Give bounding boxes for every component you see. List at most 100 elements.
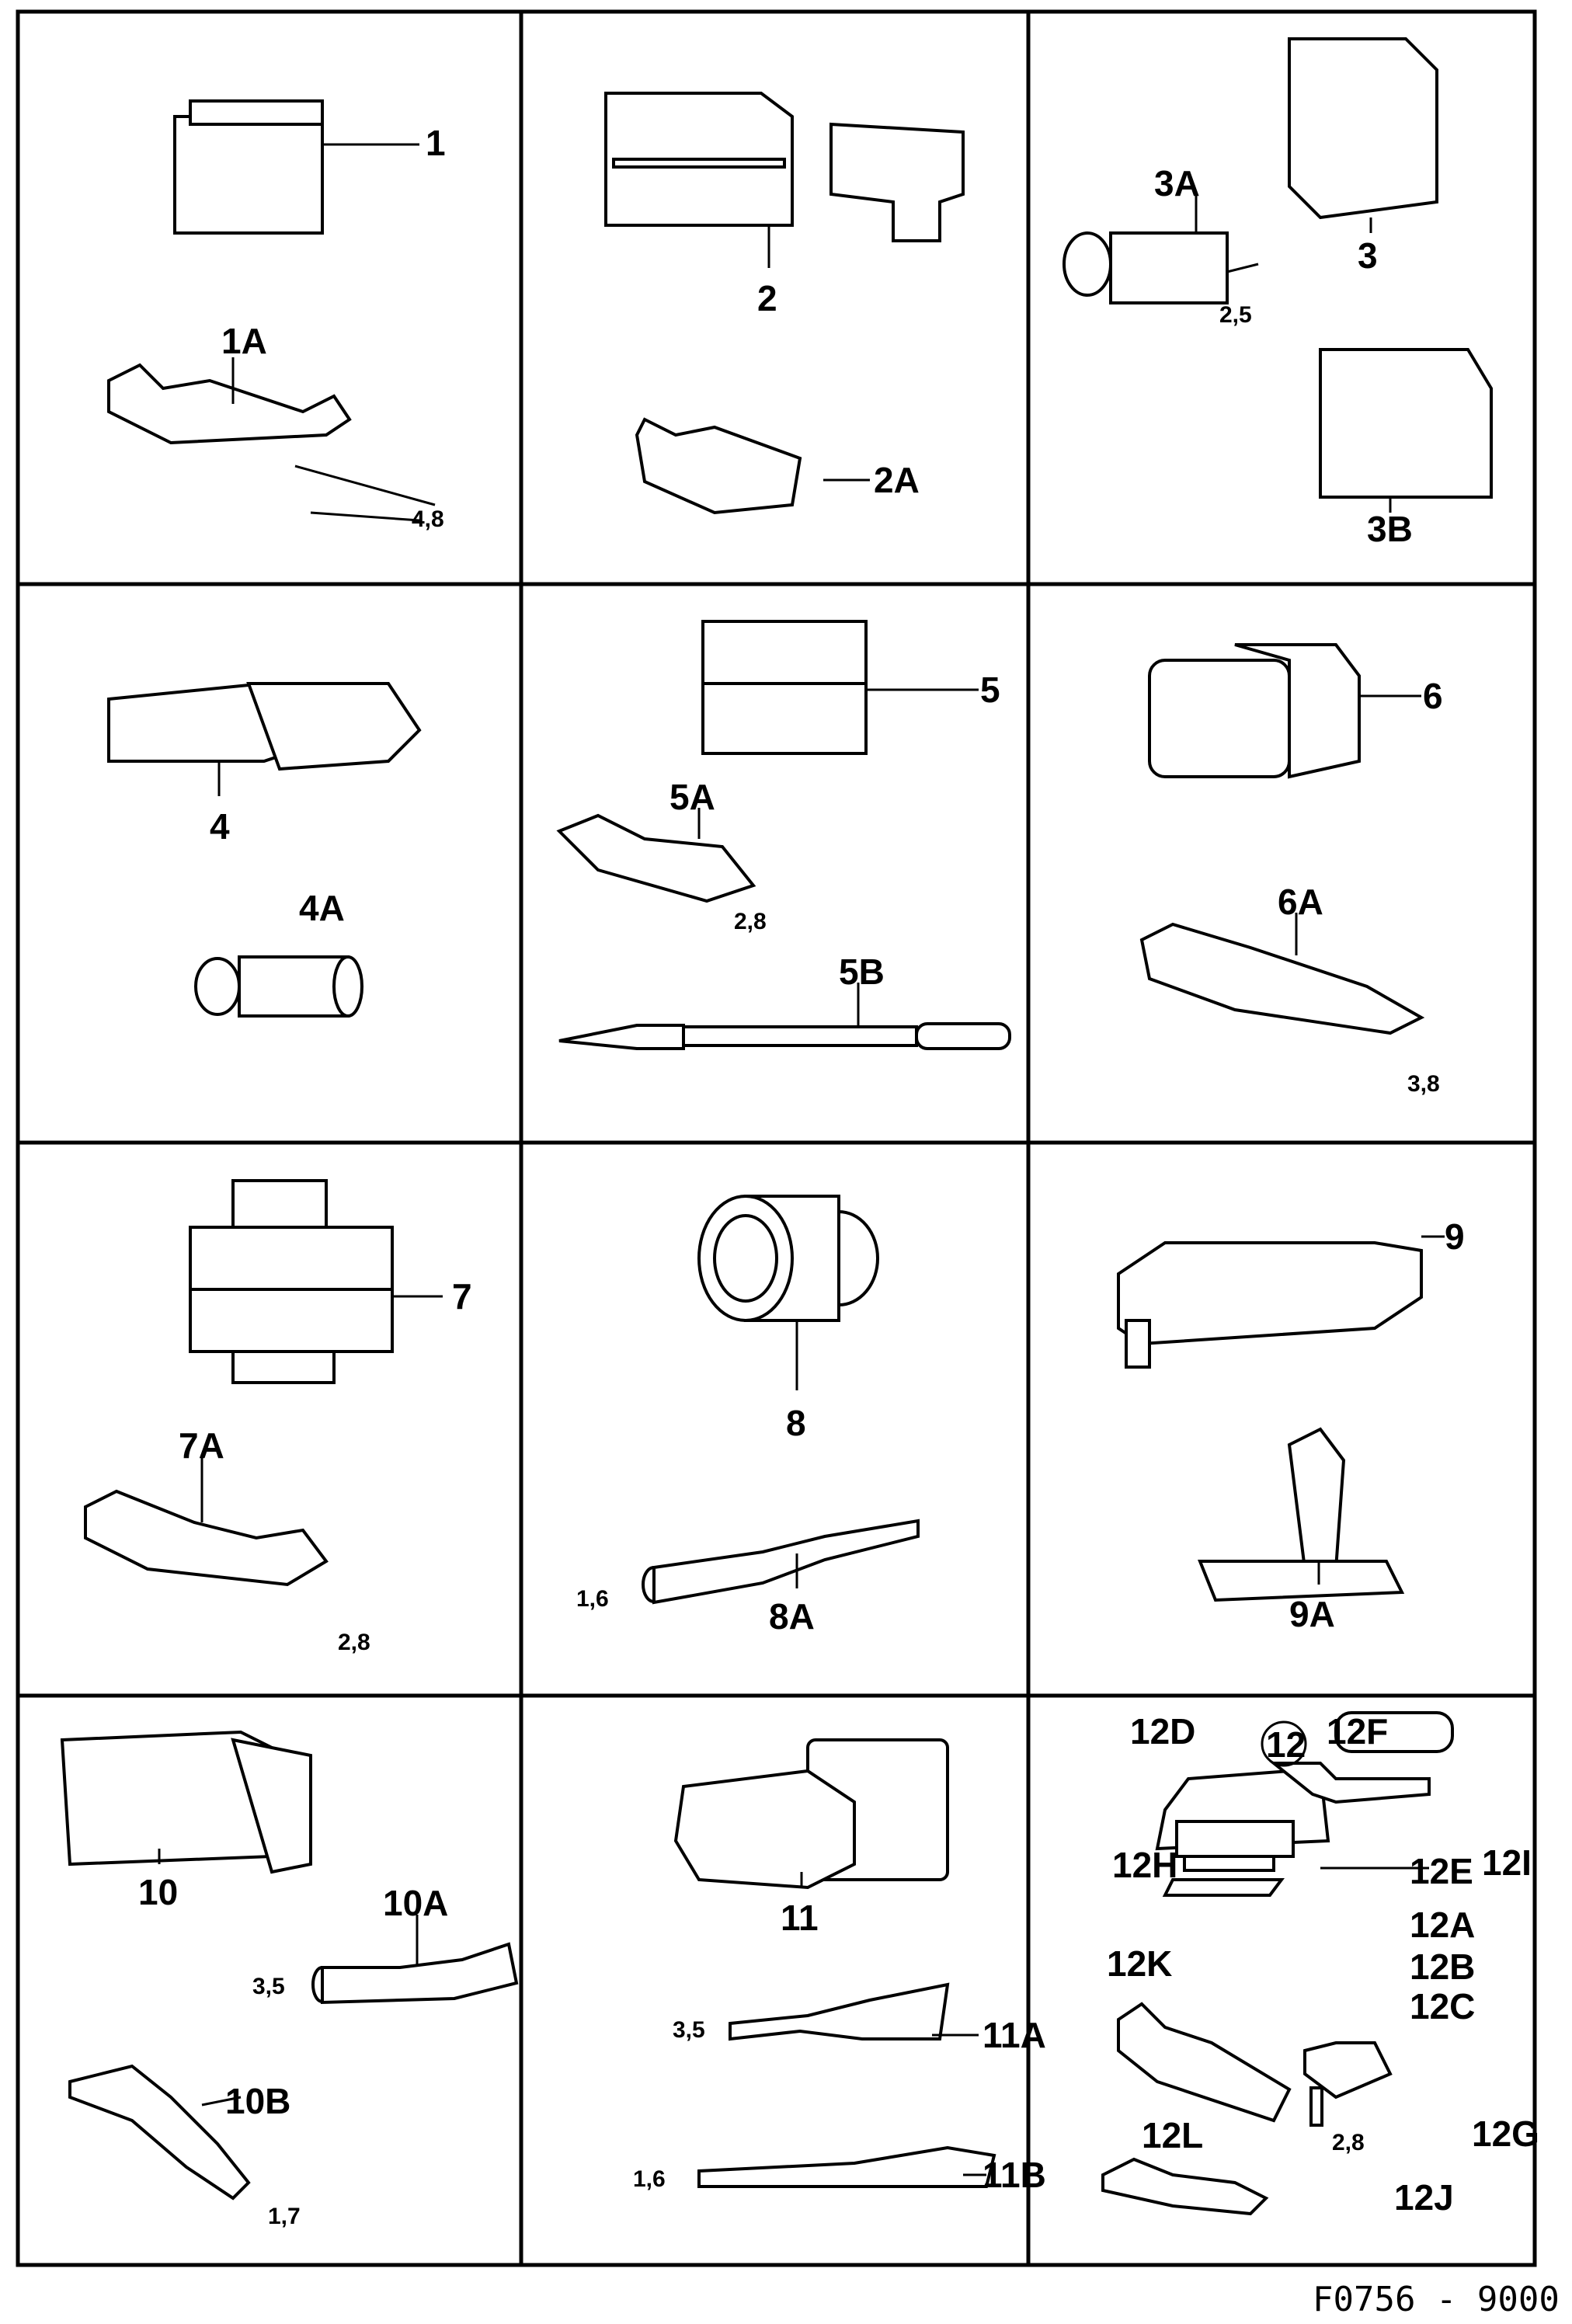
grid-frame [16, 9, 1537, 2267]
label-5a: 5A [669, 777, 715, 817]
label-11b: 11B [982, 2155, 1046, 2195]
label-10: 10 [138, 1872, 178, 1912]
label-12g: 12G [1472, 2114, 1539, 2154]
label-12c: 12C [1410, 1986, 1475, 2027]
label-2a: 2A [874, 460, 920, 500]
label-1a: 1A [221, 321, 267, 361]
dimension-12k: 2,8 [1332, 2130, 1365, 2155]
label-12f: 12F [1327, 1711, 1388, 1752]
plug-12f [1334, 1711, 1454, 1753]
terminal-4a [194, 955, 363, 1018]
cell-12: 12D 12 12F 12H 12E 12I 12A 12B 12C 12K 2… [1101, 1711, 1539, 2218]
label-3a: 3A [1154, 163, 1200, 204]
label-11a: 11A [982, 2015, 1046, 2055]
label-2: 2 [757, 278, 777, 318]
label-12k: 12K [1107, 1943, 1172, 1984]
terminal-12l [1101, 2157, 1269, 2216]
label-4a: 4A [299, 888, 345, 928]
cell-7: 7 7A 2,8 [84, 1179, 472, 1655]
label-12h: 12H [1112, 1845, 1177, 1885]
label-7: 7 [452, 1276, 472, 1317]
label-3b: 3B [1367, 509, 1413, 549]
cell-6: 6A 6 3,8 [1139, 643, 1443, 1097]
label-12e: 12E [1410, 1851, 1473, 1891]
dimension-7a: 2,8 [338, 1630, 370, 1655]
label-10a: 10A [383, 1883, 448, 1923]
dimension-10a: 3,5 [252, 1974, 285, 1999]
label-6: 6 [1423, 676, 1443, 716]
label-12a: 12A [1410, 1905, 1475, 1945]
terminal-3a [1062, 194, 1259, 304]
pin-8a [642, 1519, 920, 1605]
comb-12b [1183, 1855, 1275, 1872]
dimension-6a: 3,8 [1407, 1071, 1440, 1097]
label-8: 8 [786, 1403, 806, 1443]
label-12d: 12D [1130, 1711, 1195, 1752]
terminal-6a [1139, 913, 1425, 1035]
cell-5: 5 5A 2,8 5B [556, 620, 1011, 1050]
terminal-7a [84, 1456, 329, 1587]
label-1: 1 [426, 123, 446, 163]
cover-3b [1319, 348, 1493, 513]
terminal-10a [311, 1915, 519, 2005]
terminal-9a [1198, 1427, 1405, 1602]
label-12: 12 [1266, 1724, 1306, 1765]
connector-housing-5 [701, 620, 979, 755]
label-12l: 12L [1142, 2115, 1203, 2155]
terminal-12k [1117, 2002, 1292, 2123]
label-12i: 12I [1482, 1842, 1532, 1883]
label-5b: 5B [839, 952, 885, 992]
cell-2: 2 2A [604, 92, 965, 515]
seal-12a [1175, 1820, 1295, 1858]
dimension-11a: 3,5 [673, 2017, 705, 2043]
label-3: 3 [1358, 235, 1378, 276]
label-7a: 7A [179, 1425, 224, 1466]
terminal-5a [556, 808, 756, 903]
connector-housing-7 [189, 1179, 443, 1384]
terminal-11a [729, 1982, 979, 2041]
connector-block-9 [1117, 1235, 1445, 1369]
cell-11: 11 3,5 11A 1,6 11B [633, 1738, 1046, 2195]
cell-8: 8 1,6 8A [576, 1195, 920, 1637]
dimension-1a: 4,8 [412, 506, 444, 532]
connector-housing-4 [107, 681, 422, 796]
label-9: 9 [1445, 1216, 1465, 1257]
connector-housing-1 [173, 99, 419, 235]
figure-code: F0756 - 9000 [1313, 2280, 1560, 2319]
label-11: 11 [781, 1898, 819, 1938]
terminal-11b [697, 2145, 996, 2188]
connector-housing-11 [673, 1738, 949, 1890]
label-9a: 9A [1289, 1594, 1335, 1634]
label-12b: 12B [1410, 1947, 1475, 1987]
round-connector-8 [697, 1195, 879, 1390]
label-10b: 10B [225, 2081, 290, 2121]
label-12j: 12J [1394, 2177, 1454, 2218]
terminal-10b [68, 2064, 251, 2200]
cell-4: 4 4A [107, 681, 422, 1018]
bracket-12g [1303, 2041, 1393, 2100]
clip-2a [635, 417, 870, 515]
label-8a: 8A [769, 1596, 815, 1637]
part-12-circle [1261, 1720, 1307, 1767]
dimension-5a: 2,8 [734, 909, 767, 934]
connector-housing-3 [1288, 37, 1438, 233]
dimension-10b: 1,7 [268, 2204, 301, 2229]
cell-10: 10 10A 3,5 10B 1,7 [60, 1730, 519, 2229]
connector-housing-2 [604, 92, 965, 268]
label-6a: 6A [1278, 882, 1323, 922]
cell-1: 1 1A 4,8 [107, 99, 446, 532]
terminal-1a [107, 357, 436, 522]
dimension-11b: 1,6 [633, 2166, 666, 2192]
screw-12j [1309, 2086, 1323, 2127]
connector-housing-10 [60, 1730, 312, 1874]
gasket-12c [1162, 1878, 1285, 1897]
connector-housing-6 [1148, 643, 1421, 779]
cell-3: 3A 3 3B 2,5 [1062, 37, 1493, 549]
dimension-3a: 2,5 [1219, 302, 1252, 328]
label-5: 5 [980, 670, 1000, 710]
cell-9: 9 9A [1117, 1216, 1465, 1634]
dimension-8a: 1,6 [576, 1586, 609, 1612]
label-4: 4 [210, 806, 230, 847]
cable-5b [558, 983, 1011, 1050]
